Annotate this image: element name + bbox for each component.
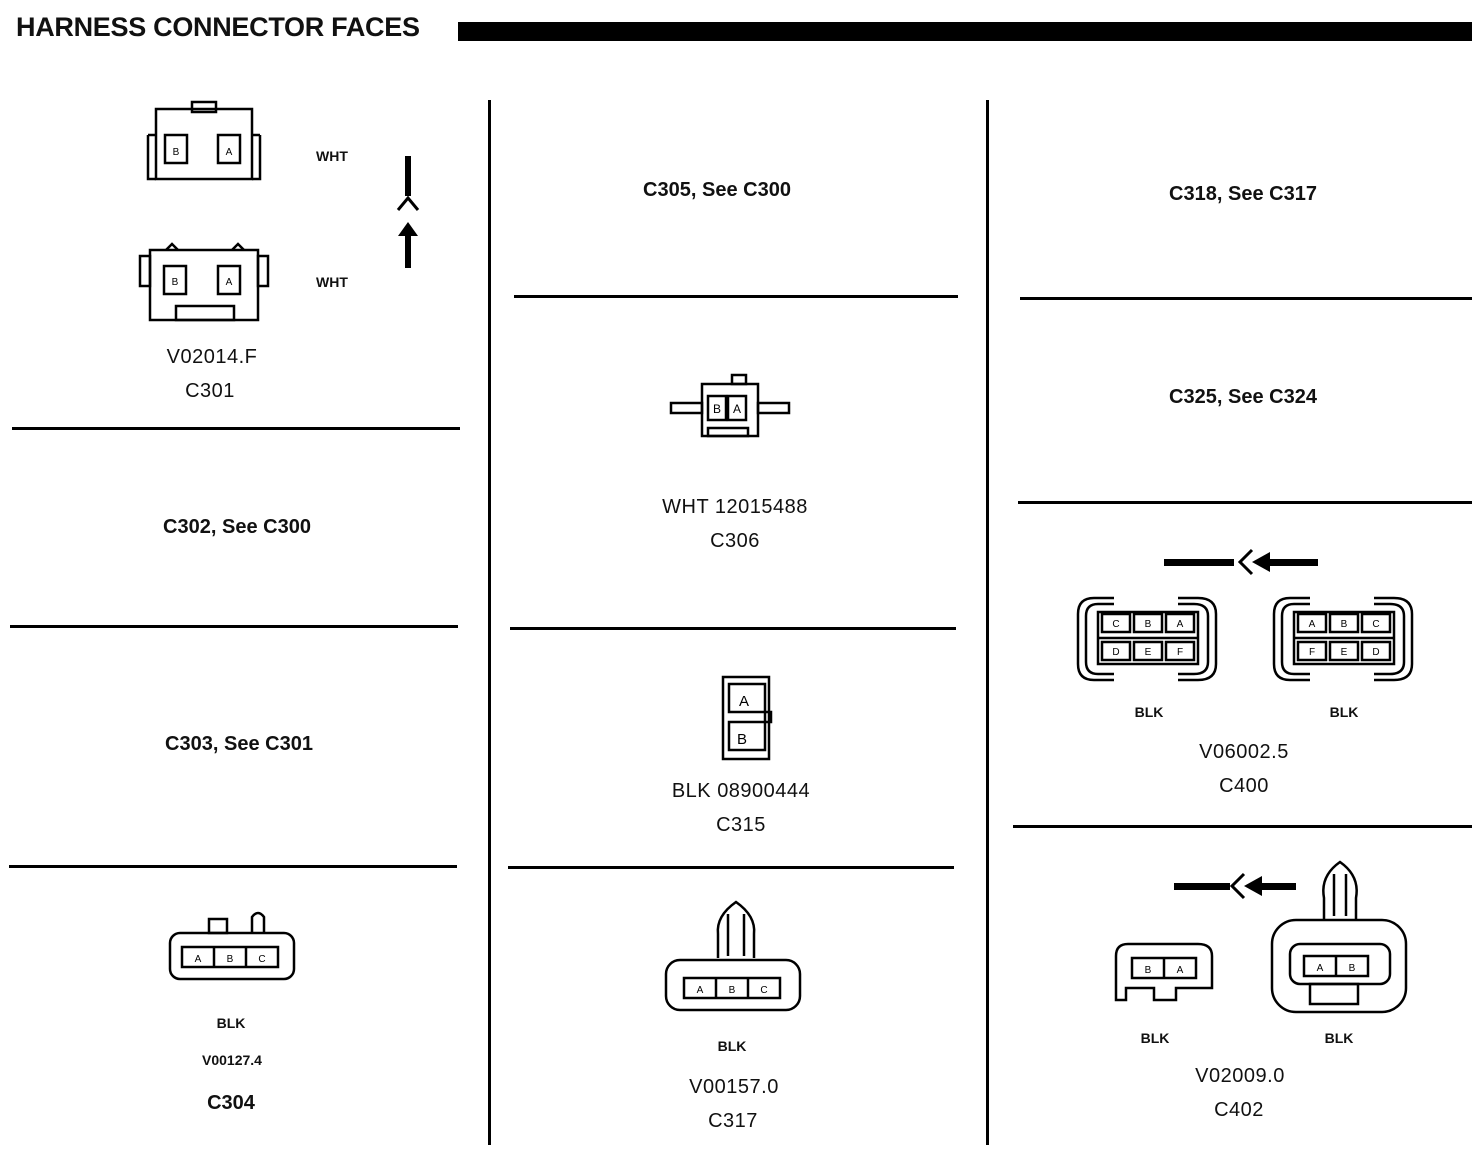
c400-color-right: BLK — [1329, 704, 1359, 720]
row-divider — [514, 295, 958, 298]
c317-color: BLK — [717, 1038, 747, 1054]
c302-reference: C302, See C300 — [163, 516, 311, 538]
row-divider — [10, 625, 458, 628]
c304-pin-label: A — [195, 954, 202, 965]
c400-left-pin-label: E — [1145, 647, 1152, 658]
c402-color-right: BLK — [1324, 1030, 1354, 1046]
c402-right-pin-label: B — [1349, 963, 1356, 974]
c317-pin-label: B — [729, 985, 736, 996]
c301-bottom-pin-label: B — [172, 277, 179, 288]
c400-right-pin-label: D — [1372, 647, 1379, 658]
c304-pin-label: B — [227, 954, 234, 965]
row-divider — [508, 866, 954, 869]
c301-top-pin-label: B — [173, 147, 180, 158]
c400-left-pin-label: C — [1112, 619, 1119, 630]
c301-connector-top: B A — [146, 100, 262, 181]
c402-connector-right: A B — [1270, 860, 1408, 1014]
row-divider — [1013, 825, 1472, 828]
c306-connector: B A — [669, 373, 791, 438]
c402-connector-left: B A — [1114, 942, 1214, 1002]
c400-right-pin-label: E — [1341, 647, 1348, 658]
c306-pin-label: A — [733, 402, 741, 416]
c400-right-pin-label: A — [1309, 619, 1316, 630]
c304-color: BLK — [216, 1015, 246, 1031]
c400-left-pin-label: A — [1177, 619, 1184, 630]
row-divider — [510, 627, 956, 630]
page-title: HARNESS CONNECTOR FACES — [16, 12, 420, 42]
c306-pin-label: B — [713, 402, 721, 416]
row-divider — [1020, 297, 1472, 300]
c317-connector: A B C — [664, 900, 802, 1012]
c315-connector: A B — [721, 675, 773, 761]
c304-part-number: V00127.4 — [202, 1052, 262, 1068]
c301-color-bottom: WHT — [316, 274, 348, 290]
title-bar — [458, 22, 1472, 41]
c402-part-number: V02009.0 — [1195, 1065, 1285, 1087]
c400-connector-right: A B C F E D — [1272, 596, 1414, 682]
c315-id: C315 — [716, 814, 766, 836]
c304-connector: A B C — [168, 911, 296, 981]
c305-reference: C305, See C300 — [643, 179, 791, 201]
c317-part-number: V00157.0 — [689, 1076, 779, 1098]
c317-id: C317 — [708, 1110, 758, 1132]
c315-description: BLK 08900444 — [671, 780, 811, 802]
c400-right-pin-label: B — [1341, 619, 1348, 630]
c400-part-number: V06002.5 — [1199, 741, 1289, 763]
c400-connector-left: C B A D E F — [1076, 596, 1218, 682]
c402-mating-arrow — [1174, 872, 1296, 900]
c317-pin-label: C — [760, 985, 767, 996]
row-divider — [12, 427, 460, 430]
c301-id: C301 — [185, 380, 235, 402]
c400-left-pin-label: F — [1177, 647, 1183, 658]
c306-id: C306 — [710, 530, 760, 552]
c301-top-pin-label: A — [226, 147, 233, 158]
c318-reference: C318, See C317 — [1169, 183, 1317, 205]
c304-id: C304 — [207, 1092, 255, 1114]
c304-pin-label: C — [258, 954, 265, 965]
c301-connector-bottom: B A — [138, 242, 270, 322]
c402-left-pin-label: B — [1145, 965, 1152, 976]
c400-right-pin-label: F — [1309, 647, 1315, 658]
c402-left-pin-label: A — [1177, 965, 1184, 976]
c315-pin-label: B — [737, 731, 747, 748]
mating-direction-arrow — [396, 156, 420, 268]
row-divider — [9, 865, 457, 868]
c317-pin-label: A — [697, 985, 704, 996]
column-divider-1 — [488, 100, 491, 1145]
c400-color-left: BLK — [1134, 704, 1164, 720]
c402-color-left: BLK — [1140, 1030, 1170, 1046]
c301-color-top: WHT — [316, 148, 348, 164]
c400-right-pin-label: C — [1372, 619, 1379, 630]
c400-left-pin-label: B — [1145, 619, 1152, 630]
c315-pin-label: A — [739, 693, 749, 710]
c301-bottom-pin-label: A — [226, 277, 233, 288]
c400-id: C400 — [1219, 775, 1269, 797]
column-divider-2 — [986, 100, 989, 1145]
c402-id: C402 — [1214, 1099, 1264, 1121]
row-divider — [1018, 501, 1472, 504]
c400-left-pin-label: D — [1112, 647, 1119, 658]
c402-right-pin-label: A — [1317, 963, 1324, 974]
c400-mating-arrow — [1164, 548, 1318, 576]
c325-reference: C325, See C324 — [1169, 386, 1317, 408]
c303-reference: C303, See C301 — [165, 733, 313, 755]
c301-part-number: V02014.F — [166, 346, 258, 368]
c306-description: WHT 12015488 — [662, 496, 808, 518]
